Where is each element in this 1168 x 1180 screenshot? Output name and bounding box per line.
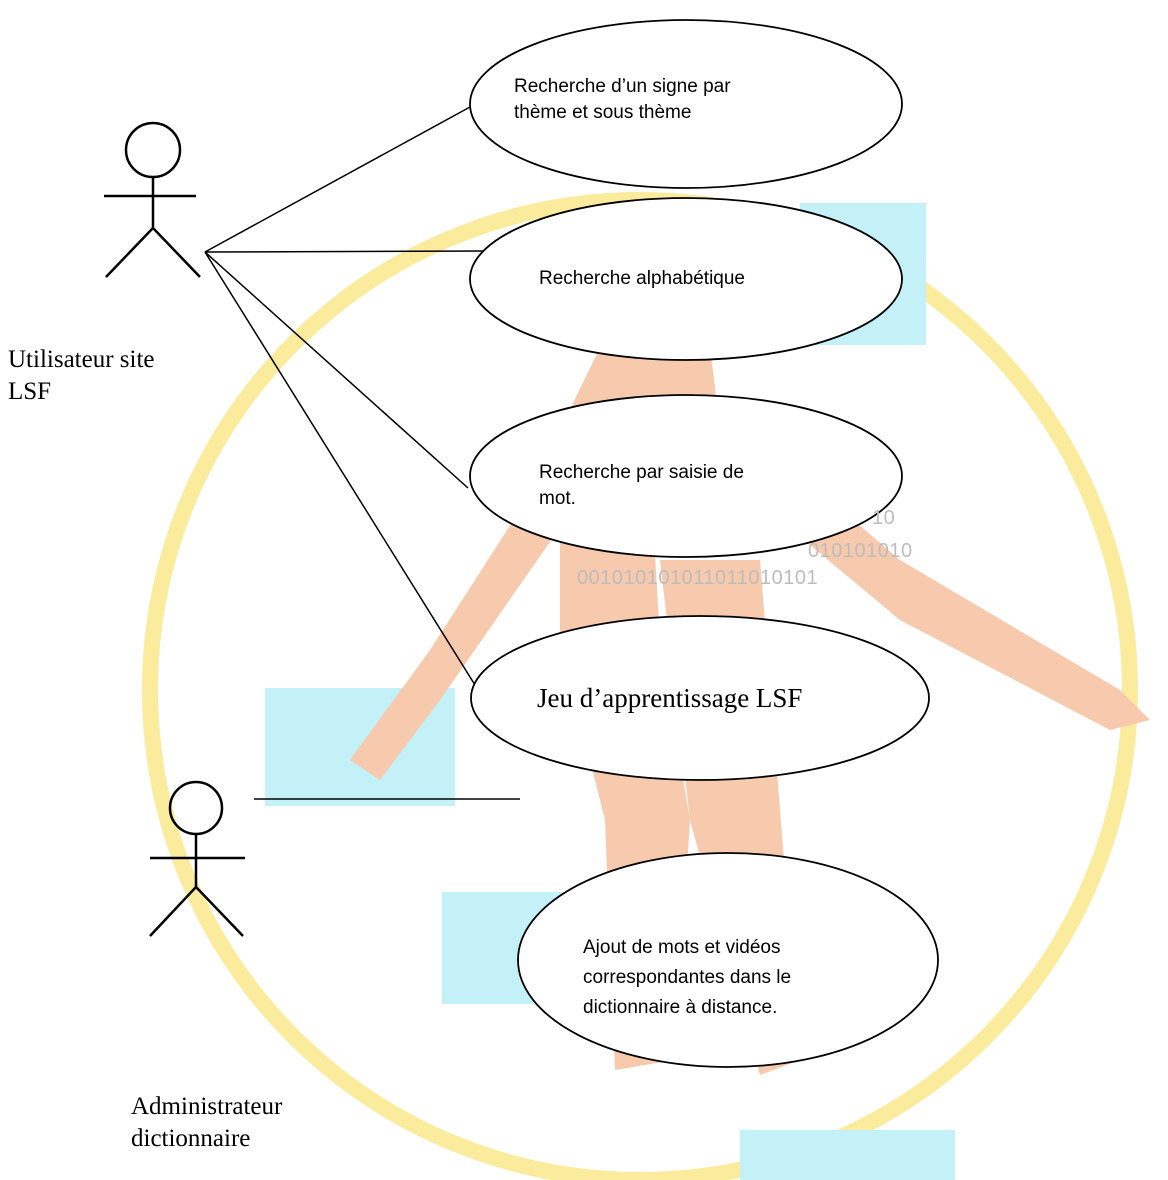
use-case-label-word-search: Recherche par saisie de mot. xyxy=(539,462,744,509)
watermark-binary-line: 10 xyxy=(872,507,896,529)
actor-admin xyxy=(149,780,245,937)
use-case-ellipse xyxy=(470,615,930,781)
watermark-binary-line: 010101010 xyxy=(808,540,913,562)
watermark-binary-line: 001010101011011010101 xyxy=(577,567,819,589)
association-line xyxy=(204,106,471,253)
actor-user xyxy=(104,121,201,278)
use-case-label-alphabetical-search: Recherche alphabétique xyxy=(539,268,745,289)
use-case-label-theme-search: Recherche d’un signe par thème et sous t… xyxy=(514,76,731,123)
actor-user-label: Utilisateur site LSF xyxy=(8,346,155,405)
stick-figure-icon xyxy=(104,121,201,278)
watermark-square-bottom xyxy=(740,1130,955,1180)
use-case-label-learning-game: Jeu d’apprentissage LSF xyxy=(537,683,803,713)
associations xyxy=(204,106,520,800)
stick-figure-icon xyxy=(149,780,245,937)
association-line xyxy=(204,250,489,253)
use-case-ellipse xyxy=(517,852,939,1068)
use-case-ellipse xyxy=(469,19,903,189)
use-case-label-add-words-videos: Ajout de mots et vidéos correspondantes … xyxy=(583,937,792,1018)
use-case-ellipse xyxy=(469,197,903,361)
use-case-ellipse xyxy=(469,394,903,558)
actor-admin-label: Administrateur dictionnaire xyxy=(131,1093,283,1152)
association-line xyxy=(204,251,476,686)
use-cases xyxy=(469,19,939,1068)
association-line xyxy=(204,251,469,489)
